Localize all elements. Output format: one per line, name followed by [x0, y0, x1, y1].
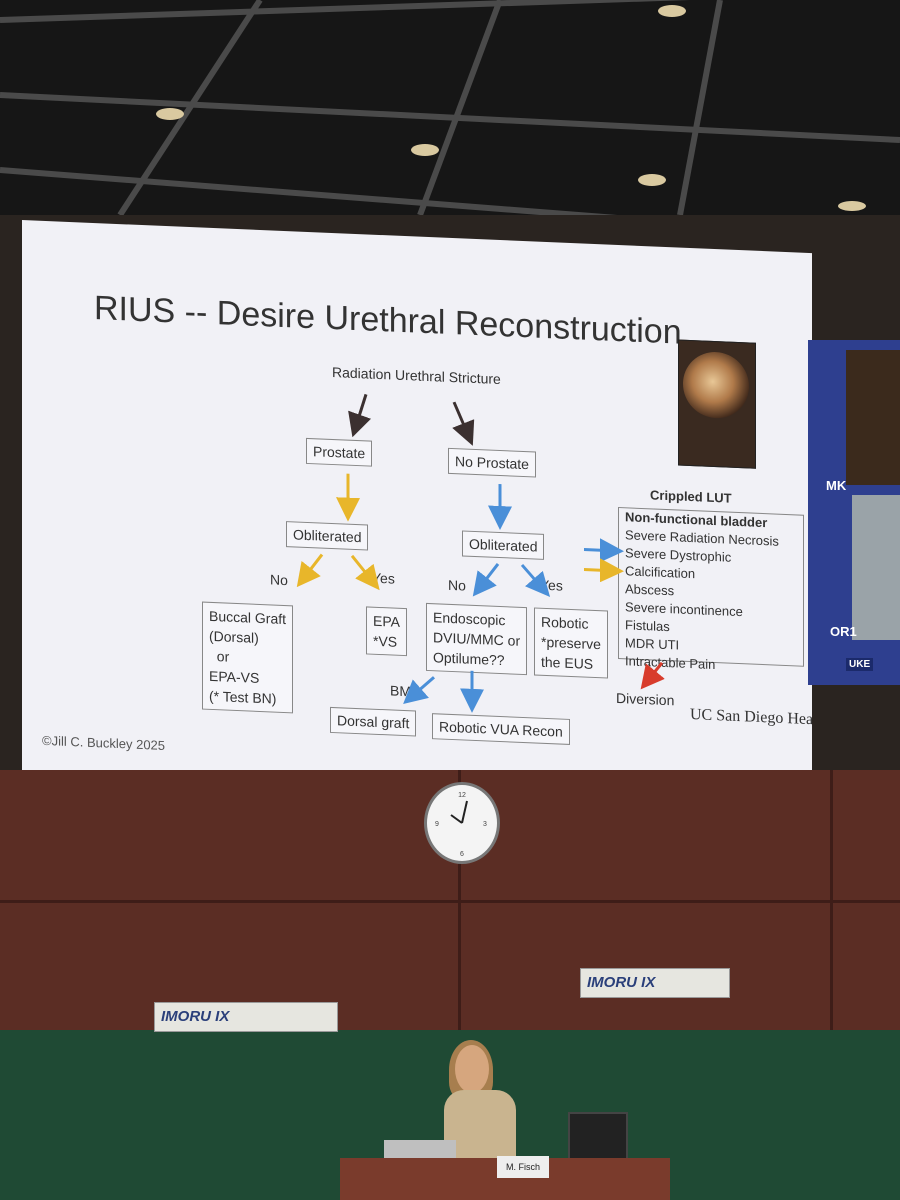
lectern-monitor — [568, 1112, 628, 1160]
arrow-blue — [584, 538, 624, 563]
arrow-red — [640, 661, 665, 690]
flow-arrows — [296, 393, 665, 713]
speaker-head — [455, 1045, 489, 1093]
uke-logo: UKE — [846, 658, 874, 671]
arrow-yellow — [350, 554, 380, 591]
arrow-blue — [472, 563, 500, 597]
imoru-banner-left: IMORU IX — [154, 1002, 338, 1032]
arrow-dark — [348, 393, 372, 438]
side-label-mk: MK — [826, 478, 847, 493]
arrow-blue — [520, 563, 551, 598]
speaker-nameplate: M. Fisch — [497, 1156, 549, 1178]
surgery-video-top — [846, 350, 900, 485]
svg-text:12: 12 — [458, 792, 466, 799]
arrow-yellow — [584, 558, 624, 583]
svg-text:3: 3 — [483, 821, 487, 828]
arrow-blue — [403, 676, 436, 705]
side-video-screen: MK OR1 UKE — [808, 340, 900, 685]
svg-text:6: 6 — [460, 851, 464, 858]
ceiling — [0, 0, 900, 215]
wall-clock: 12 3 6 9 — [424, 782, 500, 864]
presentation-slide: RIUS -- Desire Urethral Reconstruction R… — [22, 220, 812, 806]
arrow-yellow — [296, 553, 324, 588]
arrow-dark — [452, 401, 475, 446]
imoru-banner-right: IMORU IX — [580, 968, 730, 998]
svg-text:9: 9 — [435, 821, 439, 828]
side-label-or1: OR1 — [830, 624, 857, 639]
surgery-video-bottom — [852, 495, 900, 640]
